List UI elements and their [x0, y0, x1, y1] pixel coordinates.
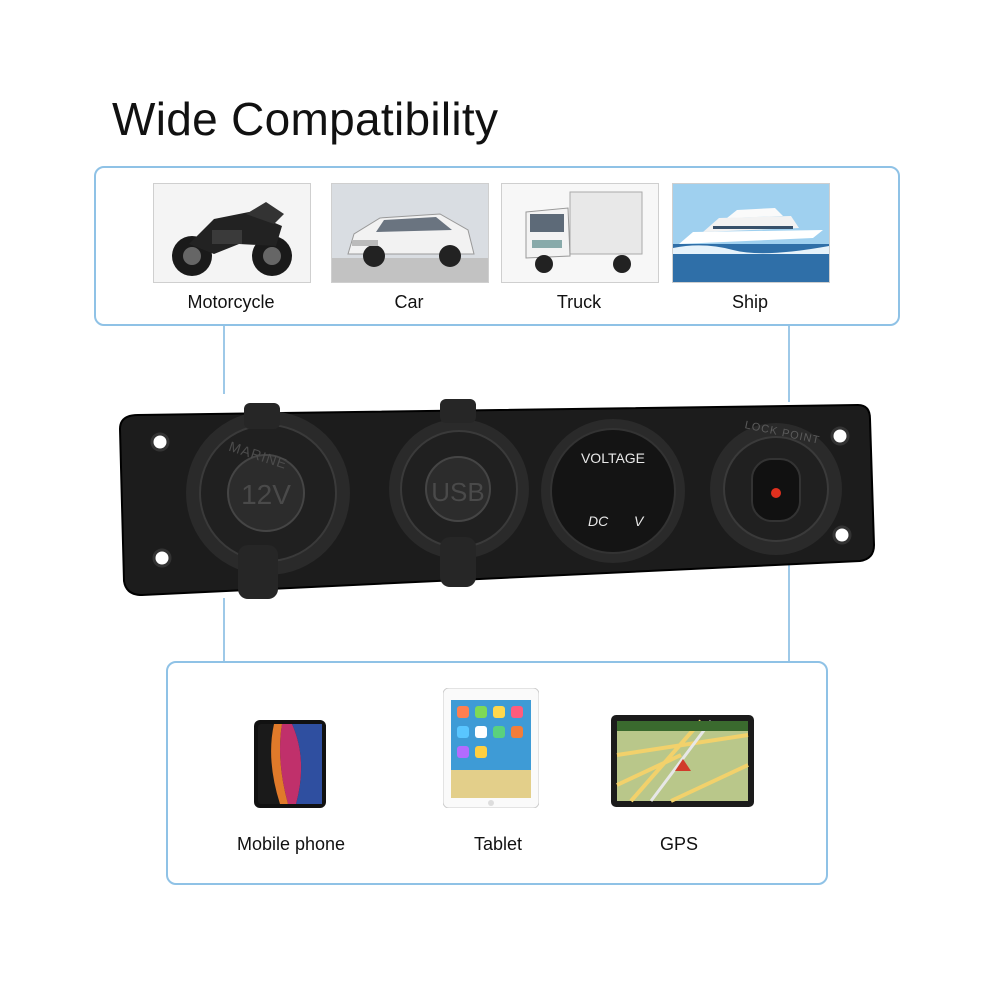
voltmeter-v-text: V	[634, 513, 644, 529]
car-photo	[331, 183, 489, 283]
mount-hole-top-left	[150, 432, 170, 452]
device-label-gps: GPS	[659, 834, 698, 854]
mount-hole-bottom-left	[152, 548, 172, 568]
connector-line-right-bottom	[788, 552, 790, 661]
switch-led	[771, 488, 781, 498]
connector-line-right-top	[788, 322, 790, 402]
tablet-photo	[442, 687, 540, 809]
connector-line-left-top	[223, 322, 225, 394]
device-label-mobile-phone: Mobile phone	[236, 834, 346, 854]
phone-photo	[252, 720, 328, 808]
gps-photo	[611, 715, 754, 811]
voltmeter	[541, 419, 685, 563]
socket-usb-cap-text: USB	[431, 477, 485, 507]
socket-12v	[186, 403, 350, 599]
mount-hole-top-right	[830, 426, 850, 446]
motorcycle-photo	[153, 183, 311, 283]
truck-photo	[501, 183, 659, 283]
voltmeter-top-text: VOLTAGE	[580, 450, 646, 466]
page-title: Wide Compatibility	[112, 93, 499, 145]
socket-12v-cap-text: 12V	[241, 479, 291, 510]
vehicle-label-car: Car	[394, 292, 424, 312]
socket-usb	[389, 399, 529, 587]
vehicle-label-truck: Truck	[556, 292, 602, 312]
socket-panel: MARINE 12V USB VOLTAGE DC V LOCK POINT	[118, 395, 878, 615]
connector-line-left-bottom	[223, 598, 225, 661]
device-label-tablet: Tablet	[473, 834, 523, 854]
vehicle-label-ship: Ship	[731, 292, 769, 312]
vehicle-label-motorcycle: Motorcycle	[187, 292, 275, 312]
voltmeter-dc-text: DC	[588, 513, 609, 529]
ship-photo	[672, 183, 830, 283]
mount-hole-bottom-right	[832, 525, 852, 545]
